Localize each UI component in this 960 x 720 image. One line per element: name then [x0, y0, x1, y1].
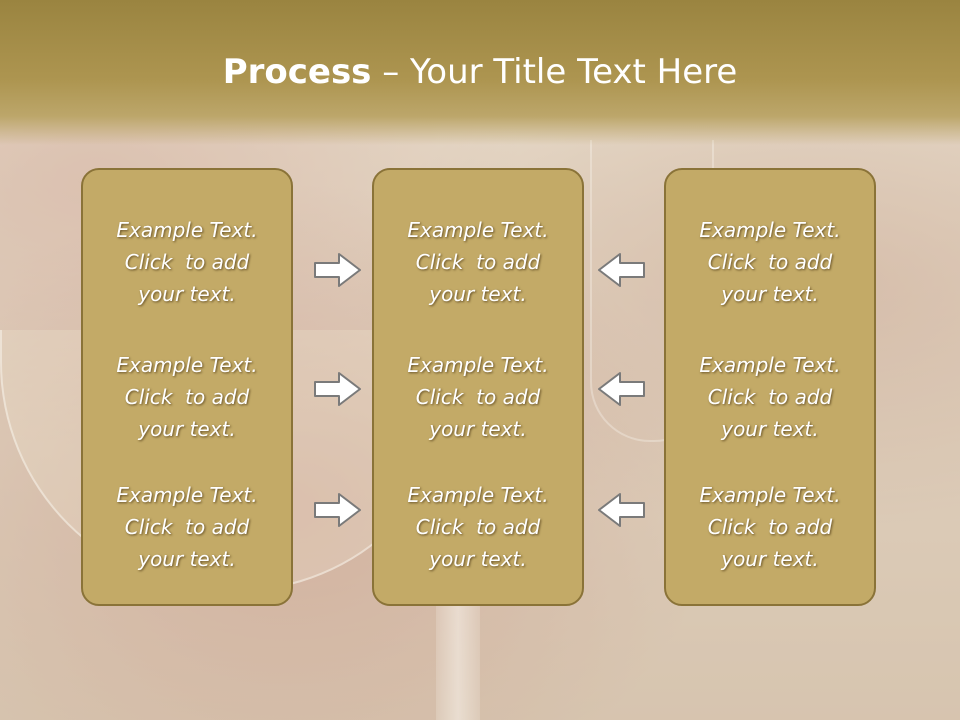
text-line: Click to add	[415, 250, 541, 274]
text-line: Click to add	[707, 250, 833, 274]
text-line: Example Text.	[407, 218, 549, 242]
text-line: Click to add	[124, 385, 250, 409]
text-line: Click to add	[707, 385, 833, 409]
arrow-right-icon	[314, 372, 361, 406]
arrow-left-icon	[598, 372, 645, 406]
arrow-left-icon	[598, 493, 645, 527]
title-bold: Process	[222, 52, 372, 92]
slide-title[interactable]: Process – Your Title Text Here	[0, 52, 960, 92]
text-block[interactable]: Example Text. Click to add your text.	[666, 349, 874, 445]
text-line: Example Text.	[116, 218, 258, 242]
text-line: your text.	[721, 282, 819, 306]
text-line: your text.	[429, 282, 527, 306]
text-line: Click to add	[707, 515, 833, 539]
arrow-right-icon	[314, 493, 361, 527]
text-line: your text.	[429, 417, 527, 441]
text-line: your text.	[138, 547, 236, 571]
text-block[interactable]: Example Text. Click to add your text.	[666, 214, 874, 310]
text-line: Click to add	[415, 515, 541, 539]
text-line: Click to add	[124, 250, 250, 274]
text-line: your text.	[721, 547, 819, 571]
text-block[interactable]: Example Text. Click to add your text.	[83, 214, 291, 310]
text-block[interactable]: Example Text. Click to add your text.	[83, 349, 291, 445]
text-line: your text.	[429, 547, 527, 571]
text-line: Example Text.	[407, 483, 549, 507]
text-line: your text.	[138, 282, 236, 306]
text-line: Click to add	[124, 515, 250, 539]
text-block[interactable]: Example Text. Click to add your text.	[83, 479, 291, 575]
text-line: Example Text.	[699, 353, 841, 377]
text-block[interactable]: Example Text. Click to add your text.	[374, 349, 582, 445]
arrow-left-icon	[598, 253, 645, 287]
text-line: Example Text.	[116, 353, 258, 377]
process-box-3[interactable]: Example Text. Click to add your text. Ex…	[664, 168, 876, 606]
title-bar	[0, 0, 960, 145]
text-line: Click to add	[415, 385, 541, 409]
text-line: Example Text.	[116, 483, 258, 507]
text-line: Example Text.	[407, 353, 549, 377]
title-rest: – Your Title Text Here	[371, 52, 738, 92]
text-line: Example Text.	[699, 218, 841, 242]
text-block[interactable]: Example Text. Click to add your text.	[666, 479, 874, 575]
text-line: your text.	[138, 417, 236, 441]
process-box-1[interactable]: Example Text. Click to add your text. Ex…	[81, 168, 293, 606]
arrow-right-icon	[314, 253, 361, 287]
text-block[interactable]: Example Text. Click to add your text.	[374, 214, 582, 310]
process-box-2[interactable]: Example Text. Click to add your text. Ex…	[372, 168, 584, 606]
text-line: Example Text.	[699, 483, 841, 507]
wine-glass-stem	[436, 600, 480, 720]
text-line: your text.	[721, 417, 819, 441]
text-block[interactable]: Example Text. Click to add your text.	[374, 479, 582, 575]
